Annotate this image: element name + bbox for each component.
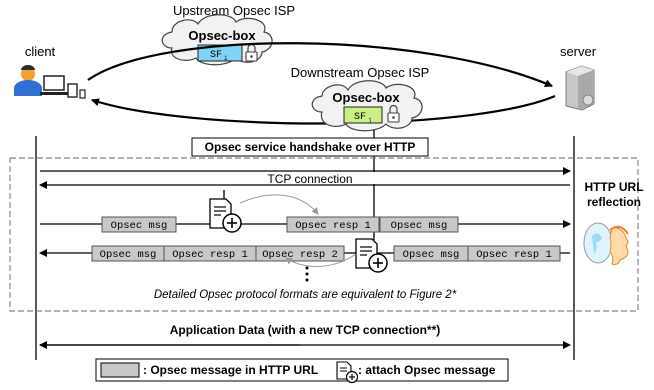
opsec-msg-text: Opsec msg (111, 220, 168, 232)
downstream-lock-icon (387, 104, 400, 123)
handshake-title-box (191, 137, 429, 157)
client-computer-icon (40, 75, 86, 99)
reflection-label-1: HTTP URL (584, 180, 643, 194)
server-label: server (560, 44, 597, 59)
attach-message-icon (209, 198, 242, 233)
continuation-dots (305, 266, 309, 282)
downstream-sf-label: SF (354, 112, 366, 123)
opsec-msg-text: Opsec msg (403, 249, 460, 261)
opsec-msg-box (286, 216, 380, 233)
client-person-icon (14, 65, 42, 96)
legend-attach-icon (336, 361, 359, 384)
legend-msg-swatch (100, 362, 140, 378)
opsec-msg-text: Opsec resp 1 (476, 249, 552, 261)
upstream-cloud (161, 14, 273, 66)
opsec-msg-box (101, 216, 177, 233)
opsec-msg-text: Opsec resp 2 (262, 249, 338, 261)
row2-messages: Opsec msg Opsec resp 1 Opsec resp 2 Opsec m… (91, 245, 561, 262)
legend-box (95, 358, 509, 382)
handshake-region (9, 157, 639, 312)
opsec-msg-text: Opsec resp 1 (172, 249, 248, 261)
downstream-sf-badge (343, 106, 383, 124)
attach-message-icon (355, 238, 388, 273)
tcp-label-bg (232, 172, 380, 184)
handshake-title: Opsec service handshake over HTTP (205, 140, 416, 154)
detail-note: Detailed Opsec protocol formats are equi… (154, 289, 457, 301)
downstream-sf-sub: j (368, 117, 372, 124)
app-data-label: Application Data (with a new TCP connect… (170, 323, 440, 337)
upstream-isp-label: Upstream Opsec ISP (173, 3, 295, 18)
upstream-sf-label: SF (210, 50, 222, 61)
client-label: client (25, 44, 56, 59)
legend-attach-label: : attach Opsec message (358, 363, 496, 377)
downstream-box-title: Opsec-box (332, 90, 400, 105)
upstream-box-title: Opsec-box (188, 28, 256, 43)
upstream-sf-sub: i (224, 55, 228, 62)
legend-msg-label: : Opsec message in HTTP URL (143, 363, 318, 377)
tcp-label: TCP connection (267, 172, 352, 186)
downstream-isp-label: Downstream Opsec ISP (291, 65, 430, 80)
upstream-path-arrow (87, 42, 553, 88)
opsec-msg-text: Opsec resp 1 (295, 220, 371, 232)
opsec-msg-text: Opsec msg (100, 249, 157, 261)
server-icon (565, 65, 595, 111)
opsec-msg-box (255, 245, 345, 262)
attach-curve-1 (239, 194, 319, 215)
row1-messages: Opsec msg Opsec resp 1 Opsec msg (101, 216, 459, 233)
attach-curve-2 (285, 253, 357, 267)
opsec-msg-text: Opsec msg (391, 220, 448, 232)
opsec-msg-box (467, 245, 561, 262)
reflection-mirror-icon (583, 222, 629, 265)
opsec-msg-box (379, 216, 459, 233)
reflection-label-2: reflection (587, 195, 641, 209)
